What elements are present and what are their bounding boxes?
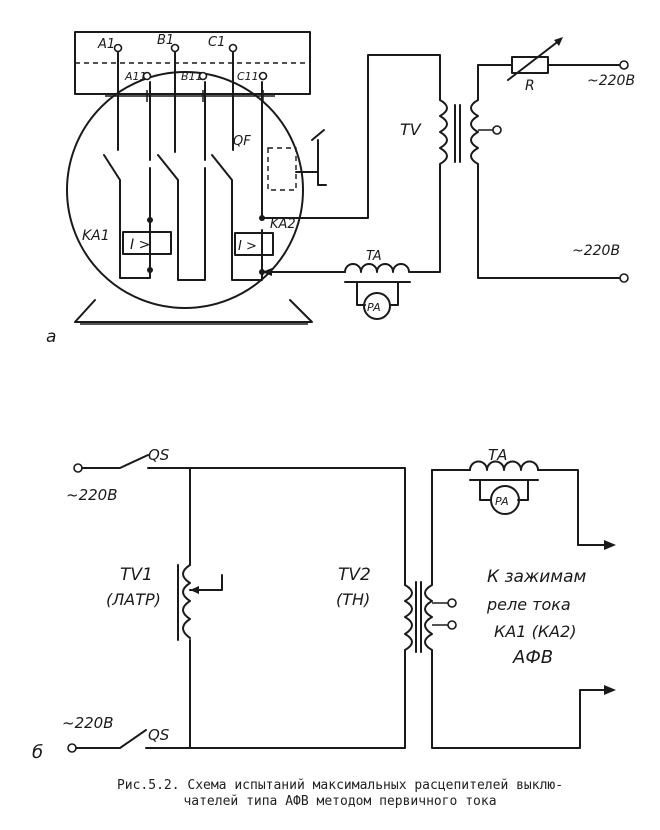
label-tv1: TV1 [120, 565, 153, 585]
relay-ka2-symbol: I > [238, 239, 257, 254]
label-r: R [525, 78, 535, 94]
qf-handle [295, 129, 327, 186]
note-line1: К зажимам [487, 567, 587, 587]
label-ta-a: TA [366, 249, 382, 264]
figure-caption: Рис.5.2. Схема испытаний максимальных ра… [60, 778, 620, 810]
label-tv2-type: (ТН) [336, 590, 370, 609]
terminal-b11 [198, 71, 208, 81]
pole-b-conductor [157, 51, 206, 281]
label-qs-bottom: QS [148, 726, 170, 744]
wire-frame-b [189, 467, 406, 749]
label-tv1-type: (ЛАТР) [106, 590, 161, 609]
label-a1: A1 [97, 37, 115, 52]
label-b11: B11 [181, 70, 203, 83]
relay-ka2-box [234, 232, 274, 256]
qs-top-switch [81, 454, 191, 469]
qf-dashed-box [267, 147, 297, 191]
label-supply-bottom-b: ~220В [62, 714, 114, 732]
caption-line1: Рис.5.2. Схема испытаний максимальных ра… [116, 778, 564, 793]
label-supply-top-a: ~220В [587, 73, 635, 89]
terminal-c11 [258, 71, 268, 81]
label-qf: QF [233, 134, 251, 149]
label-pa-b: PA [495, 495, 509, 508]
diagram-b: QS ~220В QS ~220В б TV1 (ЛАТР) TV2 (ТН) [32, 446, 616, 763]
caption-line2: чателей типа АФВ методом первичного тока [183, 794, 497, 809]
tv1-slider-arrow [189, 574, 223, 591]
breaker-feet [74, 299, 313, 323]
tv2-primary-coil [404, 584, 413, 651]
note-line2: реле тока [486, 595, 571, 614]
label-ka1: KA1 [82, 228, 110, 244]
note-line3: КА1 (КА2) [494, 622, 577, 641]
label-panel-a: а [46, 327, 56, 347]
label-tv: TV [400, 120, 422, 139]
qs-bottom-switch [75, 729, 191, 749]
label-supply-bottom-a: ~220В [572, 243, 620, 259]
label-c11: C11 [237, 70, 259, 83]
label-supply-top-b: ~220В [66, 486, 118, 504]
label-ka2: KA2 [270, 217, 296, 232]
relay-ka1-box [122, 231, 172, 255]
pole-c-conductor [211, 51, 263, 281]
terminal-a11 [142, 71, 152, 81]
relay-ka1-symbol: I > [130, 237, 150, 253]
tv-primary-coil [439, 99, 448, 165]
wire-arrow [262, 268, 272, 276]
label-ta-b: ТА [488, 446, 507, 464]
tv-secondary-coil [470, 64, 621, 279]
wire-to-tv-primary [261, 54, 441, 219]
ta-coil-b [469, 460, 539, 471]
ta-ammeter-leads [356, 281, 399, 306]
resistor-arrow [507, 39, 561, 81]
label-tv2: TV2 [338, 565, 371, 585]
label-b1: B1 [157, 33, 174, 48]
label-c1: C1 [208, 35, 225, 50]
tv1-coil [182, 564, 191, 639]
wire-ta-b [431, 469, 579, 546]
label-a11: A11 [124, 70, 147, 83]
breaker-body [66, 71, 304, 309]
pole-a-conductor [103, 51, 151, 279]
ammeter-pa-b [490, 485, 520, 515]
tv2-secondary-coil [424, 469, 581, 749]
terminal-c1 [228, 43, 238, 53]
wire-to-ta [261, 164, 441, 273]
label-panel-b: б [32, 742, 43, 763]
resistor-r [511, 56, 549, 74]
ammeter-pa-a [363, 292, 391, 320]
note-line4: АФВ [512, 647, 553, 668]
label-qs-top: QS [148, 446, 170, 464]
ta-coil [344, 263, 410, 273]
terminal-a1 [113, 43, 123, 53]
diagram-a: I > I > A1 B1 C1 A11 B11 C11 QF KA1 KA2 … [46, 31, 635, 347]
label-pa-a: PA [367, 301, 381, 314]
